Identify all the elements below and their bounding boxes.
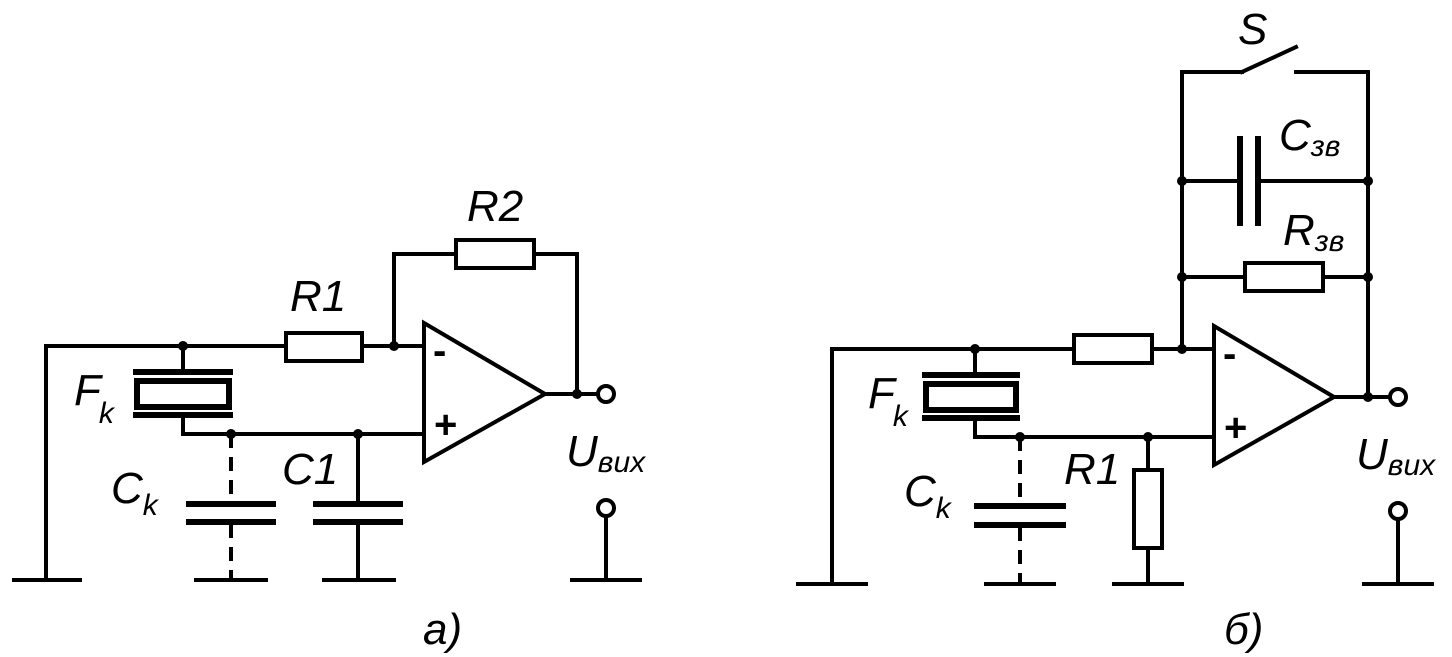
cap-ck-a	[186, 434, 276, 582]
junction-dot	[1363, 392, 1373, 402]
junction-dot	[1143, 432, 1153, 442]
opamp-a	[422, 319, 550, 466]
junction-dot	[389, 341, 399, 351]
ground-wire-left-a	[12, 344, 185, 582]
cap-c1-a	[313, 432, 403, 582]
r1-label-a: R1	[290, 272, 346, 321]
czv-label: Cзв	[1279, 111, 1340, 163]
r1-b	[1112, 435, 1184, 586]
opamp-plus-label-a: +	[434, 403, 457, 447]
junction-dot	[1363, 272, 1373, 282]
ground-terminal-b	[1362, 501, 1434, 586]
uout-label-a: Uвих	[566, 427, 646, 479]
junction-dot	[1177, 344, 1187, 354]
junction-dot	[1015, 432, 1025, 442]
r2-label-a: R2	[467, 182, 523, 231]
feedback-network-b	[1180, 44, 1370, 399]
ck-label-a: Ck	[111, 464, 160, 522]
junction-dot	[1363, 176, 1373, 186]
ground-terminal-a	[570, 498, 642, 582]
junction-dot	[353, 429, 363, 439]
opamp-b	[1212, 322, 1338, 469]
output-terminal-a	[596, 384, 616, 404]
caption-a: а)	[423, 605, 462, 654]
junction-dot	[1177, 176, 1187, 186]
r1-resistor	[284, 331, 364, 363]
r1-label-b: R1	[1064, 445, 1120, 494]
rzv-label: Rзв	[1283, 206, 1344, 258]
junction-dot	[226, 429, 236, 439]
junction-dot	[970, 344, 980, 354]
circuit-a: - + R1 R2 C1 Fk Ck Uвих а)	[12, 182, 646, 654]
r2-feedback-a	[392, 238, 579, 396]
opamp-minus-label-a: -	[433, 329, 446, 373]
switch-s-blade	[1239, 44, 1299, 75]
ck-label-b: Ck	[904, 467, 953, 525]
crystal-fk-b	[922, 347, 1216, 439]
uout-label-b: Uвих	[1356, 430, 1436, 482]
opamp-plus-label-b: +	[1224, 406, 1247, 450]
fk-label-b: Fk	[868, 369, 910, 433]
circuit-b: - + S Cзв Rзв R1 Fk Ck Uвих б)	[796, 5, 1436, 654]
junction-dot	[572, 389, 582, 399]
opamp-minus-label-b: -	[1223, 332, 1236, 376]
r2-resistor	[454, 238, 536, 270]
junction-dot	[1177, 272, 1187, 282]
caption-b: б)	[1224, 605, 1263, 654]
fk-label-a: Fk	[74, 366, 116, 430]
output-terminal-b	[1388, 387, 1408, 407]
input-resistor-b	[1072, 333, 1154, 365]
c1-label-a: C1	[282, 445, 338, 494]
crystal-fk-a	[133, 344, 426, 436]
cap-ck-b	[974, 437, 1066, 586]
res-rzv	[1243, 261, 1325, 293]
ground-wire-left-b	[796, 347, 977, 586]
junction-dot	[178, 341, 188, 351]
switch-s-label: S	[1238, 5, 1267, 54]
